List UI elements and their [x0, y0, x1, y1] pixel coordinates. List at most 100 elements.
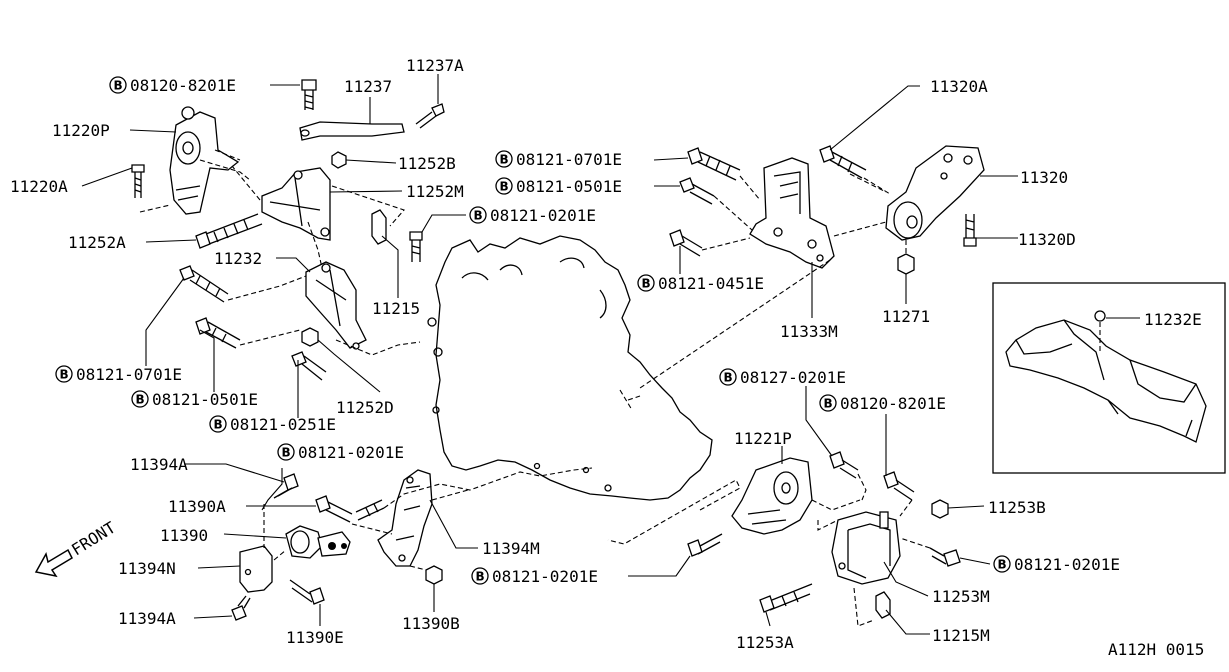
- callout-08121-0501E-top: 08121-0501E: [516, 177, 622, 196]
- bolt-11237A: [415, 103, 445, 129]
- bracket-11394N: [239, 545, 273, 593]
- callout-11390E: 11390E: [286, 628, 344, 647]
- callout-08121-0201E-right: 08121-0201E: [1014, 555, 1120, 574]
- callout-08121-0501E-left: 08121-0501E: [152, 390, 258, 409]
- bolt-marker-icon: B: [719, 368, 737, 386]
- bolt-08121-0201E-mid: [355, 499, 385, 521]
- bolt-08121-0701E-top: [687, 147, 741, 181]
- bolt-marker-icon: B: [277, 443, 295, 461]
- callout-11232: 11232: [214, 249, 262, 268]
- callout-11215M: 11215M: [932, 626, 990, 645]
- callout-11232E: 11232E: [1144, 310, 1202, 329]
- svg-text:B: B: [500, 153, 509, 167]
- bolt-marker-icon: B: [55, 365, 73, 383]
- callout-11394N: 11394N: [118, 559, 176, 578]
- callout-08121-0201E-mid: 08121-0201E: [298, 443, 404, 462]
- inset-crossmember-11232E: [1005, 310, 1207, 443]
- right-lower-dashed-guides: [607, 473, 931, 627]
- svg-text:B: B: [642, 277, 651, 291]
- rear-mount-insulator-11221P: [731, 457, 813, 535]
- callout-11220A: 11220A: [10, 177, 68, 196]
- bolt-08127-0201E: [829, 451, 859, 479]
- bolt-08121-0701E-left: [179, 265, 229, 303]
- callout-11320A: 11320A: [930, 77, 988, 96]
- callout-11394M: 11394M: [482, 539, 540, 558]
- figure-code: A112H 0015: [1108, 640, 1204, 659]
- bolt-08120-8201E-top: [301, 79, 317, 110]
- callout-11220P: 11220P: [52, 121, 110, 140]
- callout-08127-0201E: 08127-0201E: [740, 368, 846, 387]
- bolt-marker-icon: B: [209, 415, 227, 433]
- bolt-08121-0501E-left: [195, 317, 241, 349]
- left-lower-dashed-guides: [227, 165, 421, 356]
- right-engine-mount-11320: [885, 145, 985, 241]
- bolt-11390A: [315, 495, 353, 523]
- callout-11252D: 11252D: [336, 398, 394, 417]
- callout-11320D: 11320D: [1018, 230, 1076, 249]
- svg-text:B: B: [60, 368, 69, 382]
- bracket-11394M: [377, 469, 433, 567]
- callout-11271: 11271: [882, 307, 930, 326]
- svg-text:B: B: [474, 209, 483, 223]
- left-mount-bolt-11220A: [131, 164, 145, 198]
- svg-text:B: B: [824, 397, 833, 411]
- bolt-08120-8201E-right: [883, 471, 915, 501]
- callout-11237: 11237: [344, 77, 392, 96]
- left-engine-mount-insulator: [169, 106, 240, 215]
- front-direction-arrow-icon: [34, 548, 73, 578]
- clip-11215M: [875, 591, 891, 619]
- callout-08120-8201E-top: 08120-8201E: [130, 76, 236, 95]
- svg-text:B: B: [998, 558, 1007, 572]
- callout-08121-0201E-top: 08121-0201E: [490, 206, 596, 225]
- callout-11394A-top: 11394A: [130, 455, 188, 474]
- callout-11252A: 11252A: [68, 233, 126, 252]
- callout-11390B: 11390B: [402, 614, 460, 633]
- right-top-dashed-guides: [863, 177, 907, 254]
- bolt-11320A: [819, 145, 867, 179]
- bracket-11237: [299, 121, 405, 141]
- callout-leader-lines: [81, 74, 1140, 635]
- callout-08121-0251E: 08121-0251E: [230, 415, 336, 434]
- callout-11252M: 11252M: [406, 182, 464, 201]
- mount-bracket-11252M: [261, 167, 331, 241]
- bolt-11390E: [289, 579, 325, 605]
- callout-11390: 11390: [160, 526, 208, 545]
- nut-11271: [897, 253, 915, 275]
- center-top-dashed-guides: [639, 173, 887, 389]
- transmission-case-outline: [427, 235, 713, 501]
- bolt-08121-0451E: [669, 229, 703, 257]
- bolt-11394A-bottom: [231, 595, 251, 621]
- callout-11390A: 11390A: [168, 497, 226, 516]
- bolt-11320D: [963, 214, 977, 247]
- callout-11320: 11320: [1020, 168, 1068, 187]
- callout-08120-8201E-right: 08120-8201E: [840, 394, 946, 413]
- bracket-11333M: [749, 157, 835, 269]
- damper-11390: [285, 525, 351, 559]
- bolt-11253A: [759, 583, 813, 613]
- callout-08121-0701E-left: 08121-0701E: [76, 365, 182, 384]
- bolt-08121-0201E-bottom: [687, 533, 723, 557]
- bolt-marker-icon: B: [637, 274, 655, 292]
- bolt-marker-icon: B: [495, 150, 513, 168]
- bolt-marker-icon: B: [495, 177, 513, 195]
- bolt-marker-icon: B: [993, 555, 1011, 573]
- callout-08121-0201E-bottom: 08121-0201E: [492, 567, 598, 586]
- svg-text:B: B: [724, 371, 733, 385]
- clip-11215: [371, 209, 387, 245]
- callout-11253M: 11253M: [932, 587, 990, 606]
- bolt-08121-0201E-right: [929, 547, 961, 567]
- callout-11394A-bottom: 11394A: [118, 609, 176, 628]
- callout-08121-0451E: 08121-0451E: [658, 274, 764, 293]
- nut-11252B: [331, 151, 347, 169]
- callout-11221P: 11221P: [734, 429, 792, 448]
- bolt-08121-0501E-top: [679, 177, 715, 205]
- left-mount-dashed-guide: [139, 149, 251, 213]
- svg-text:B: B: [114, 79, 123, 93]
- svg-text:B: B: [282, 446, 291, 460]
- svg-text:B: B: [214, 418, 223, 432]
- front-label: FRONT: [68, 518, 119, 560]
- nut-11390B: [425, 565, 443, 585]
- nut-11252D: [301, 327, 319, 347]
- callout-08121-0701E-top: 08121-0701E: [516, 150, 622, 169]
